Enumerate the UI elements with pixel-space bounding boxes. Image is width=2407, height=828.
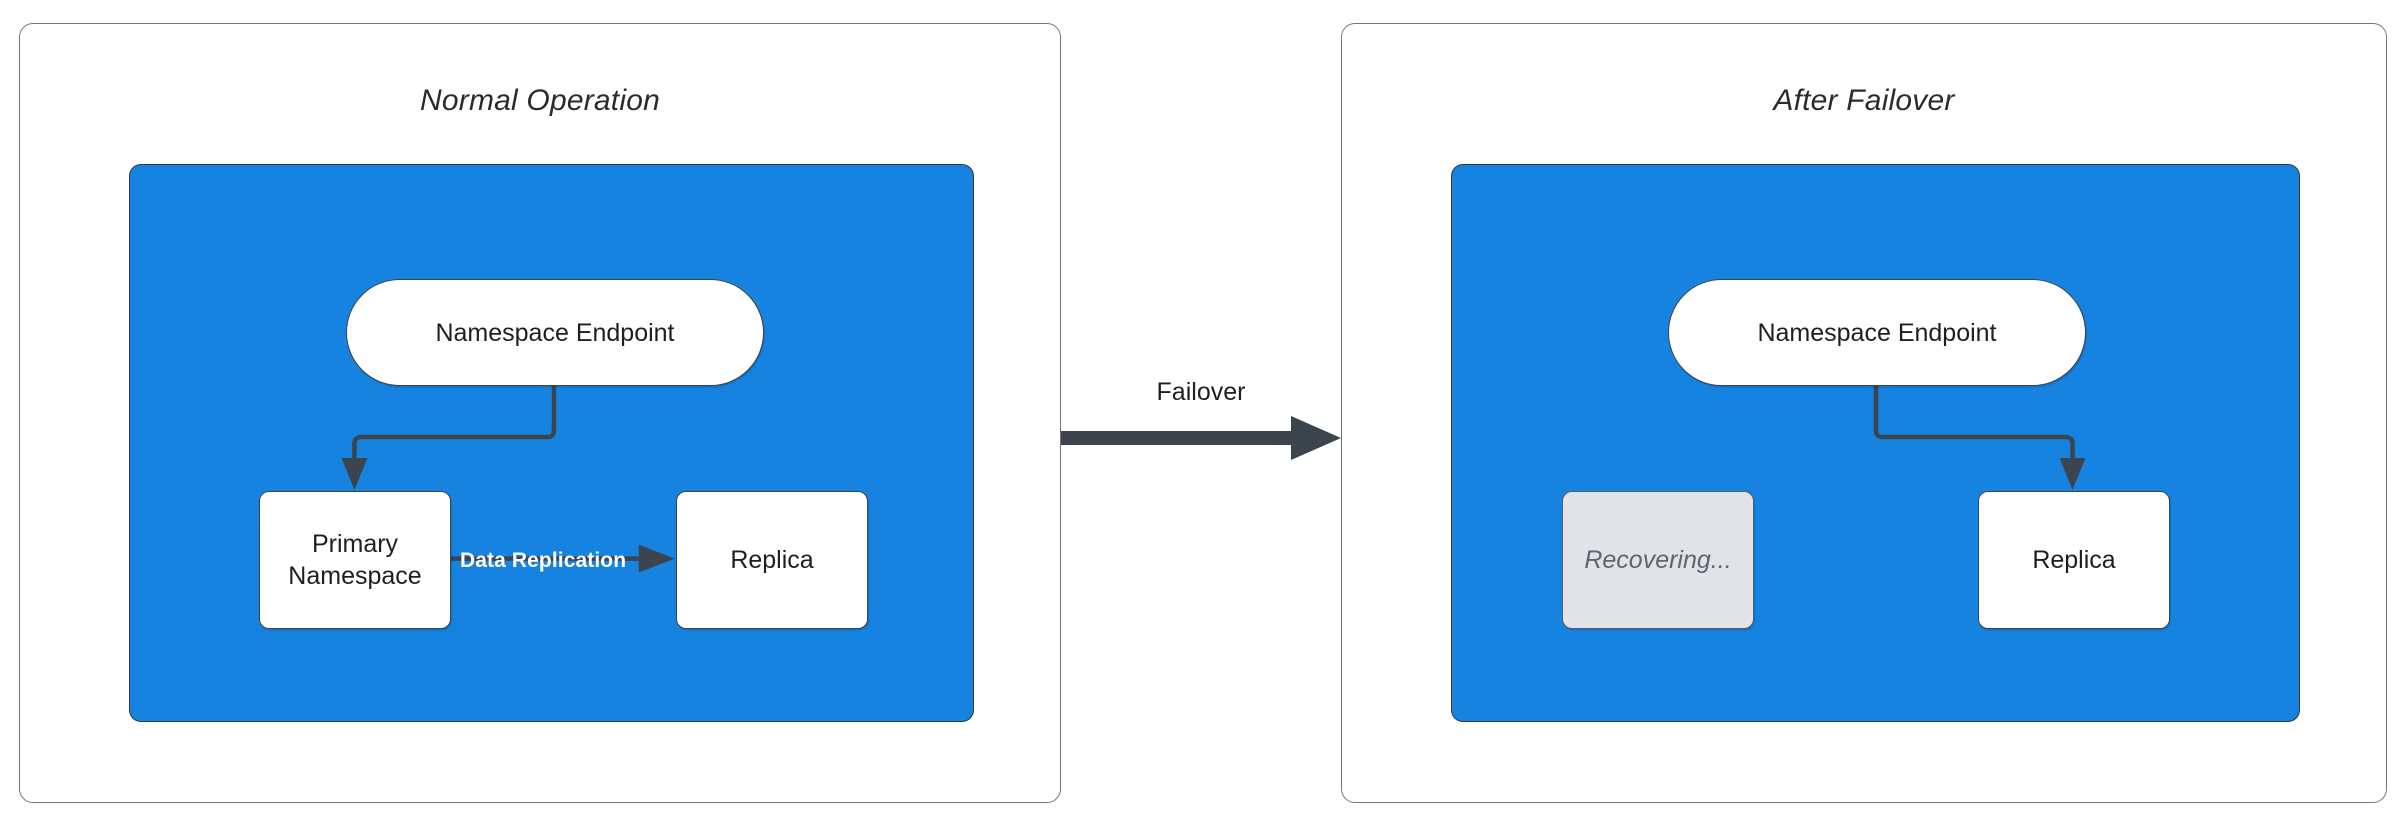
edge-endpoint-to-primary — [352, 385, 557, 467]
node-namespace-endpoint-right[interactable]: Namespace Endpoint — [1668, 279, 2086, 386]
arrowhead-endpoint-to-primary — [341, 457, 368, 490]
right-connector-layer — [1873, 385, 2086, 490]
node-recovering[interactable]: Recovering... — [1562, 491, 1754, 629]
zone-primary-region: Namespace Endpoint Primary Namespace Rep… — [129, 164, 974, 722]
node-primary-namespace-label: Primary Namespace — [288, 528, 421, 592]
primary-line-1: Primary — [311, 530, 399, 558]
zone-failover-region: Namespace Endpoint Recovering... Replica — [1451, 164, 2300, 722]
node-replica-left[interactable]: Replica — [676, 491, 868, 629]
failover-label: Failover — [1156, 378, 1246, 406]
panel-after-failover: After Failover Namespace Endpoint Recove… — [1341, 23, 2387, 803]
left-connector-layer — [341, 385, 675, 573]
node-primary-namespace[interactable]: Primary Namespace — [259, 491, 451, 629]
primary-line-2: Namespace — [288, 562, 422, 590]
failover-arrow-icon — [1061, 416, 1341, 460]
panel-title-after-failover: After Failover — [1773, 84, 1955, 117]
arrowhead-endpoint-to-replica — [2059, 457, 2086, 490]
panel-title-normal-operation: Normal Operation — [420, 84, 660, 117]
edge-label-data-replication: Data Replication — [460, 549, 627, 572]
failover-transition: Failover — [1061, 378, 1341, 498]
node-replica-right[interactable]: Replica — [1978, 491, 2170, 629]
node-namespace-endpoint-left[interactable]: Namespace Endpoint — [346, 279, 764, 386]
arrowhead-primary-to-replica — [638, 544, 675, 573]
panel-normal-operation: Normal Operation Namespace Endpoint Prim… — [19, 23, 1061, 803]
edge-endpoint-to-replica — [1873, 385, 2075, 467]
